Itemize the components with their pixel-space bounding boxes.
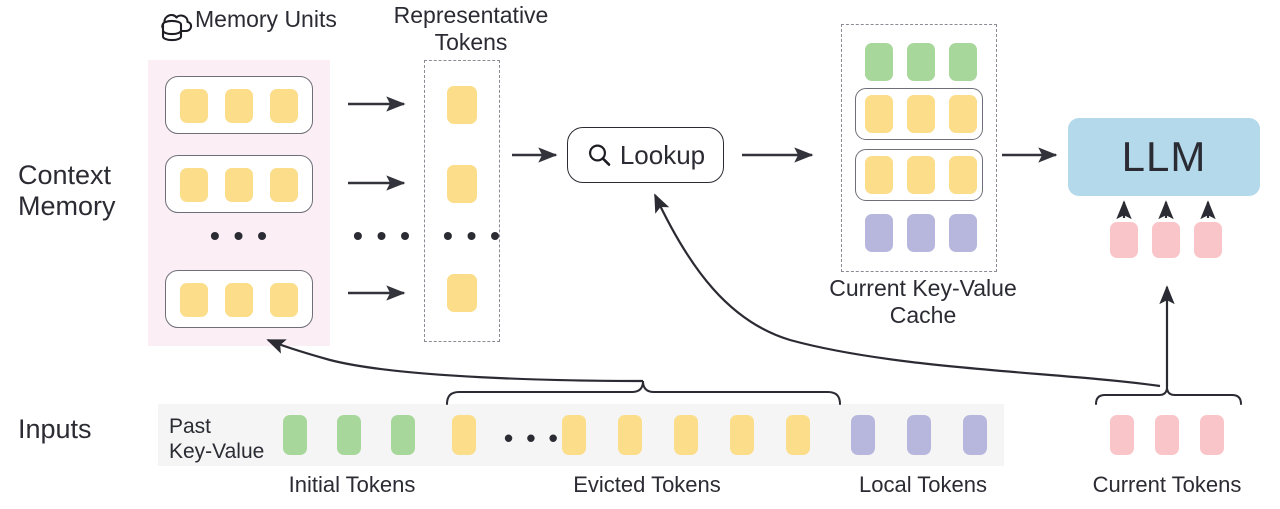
magnifier-icon xyxy=(586,142,613,169)
ellipsis-input-sequence: • • • xyxy=(504,423,561,453)
llm-input-token xyxy=(1110,222,1138,258)
memory-token xyxy=(180,283,208,317)
kv-token-local xyxy=(907,214,935,252)
label-evicted-tokens: Evicted Tokens xyxy=(573,472,721,497)
kv-token-local xyxy=(949,214,977,252)
input-token-evicted xyxy=(618,415,642,455)
representative-token xyxy=(447,86,477,124)
input-token-local xyxy=(907,415,931,455)
label-past-key-value: Past Key-Value xyxy=(169,415,265,463)
lookup-label: Lookup xyxy=(619,139,706,170)
kv-cache-row-retrieved-1 xyxy=(863,93,977,135)
representative-token xyxy=(447,274,477,312)
ellipsis-representative-tokens: • • • xyxy=(443,220,503,251)
kv-token-local xyxy=(865,214,893,252)
input-token-local xyxy=(851,415,875,455)
llm-label: LLM xyxy=(1121,133,1207,180)
input-token-initial xyxy=(337,415,361,455)
memory-token xyxy=(180,168,208,202)
input-token-evicted xyxy=(562,415,586,455)
label-local-tokens: Local Tokens xyxy=(858,472,987,497)
label-current-tokens: Current Tokens xyxy=(1092,472,1242,497)
memory-unit-3 xyxy=(165,270,313,328)
row-label-context-memory: Context Memory xyxy=(18,160,116,222)
memory-token xyxy=(270,89,298,123)
kv-token-retrieved xyxy=(949,95,977,133)
kv-token-retrieved xyxy=(907,95,935,133)
memory-token xyxy=(225,89,253,123)
lookup-node[interactable]: Lookup xyxy=(567,127,724,183)
representative-token xyxy=(447,165,477,203)
memory-token xyxy=(225,283,253,317)
brace-evicted-tokens xyxy=(446,380,841,405)
kv-token-initial xyxy=(907,43,935,81)
input-token-evicted xyxy=(730,415,754,455)
kv-cache-row-initial xyxy=(863,41,977,83)
llm-node: LLM xyxy=(1068,118,1260,196)
llm-input-token xyxy=(1152,222,1180,258)
input-token-evicted xyxy=(674,415,698,455)
memory-token xyxy=(270,283,298,317)
label-current-kv-cache: Current Key-Value Cache xyxy=(829,275,1017,328)
input-token-initial xyxy=(283,415,307,455)
kv-cache-row-local xyxy=(863,212,977,254)
input-token-current xyxy=(1200,415,1224,455)
kv-token-retrieved xyxy=(865,95,893,133)
ellipsis-arrows: • • • xyxy=(353,220,413,251)
kv-token-retrieved xyxy=(949,156,977,194)
label-representative-tokens: Representative Tokens xyxy=(393,2,549,55)
row-label-inputs: Inputs xyxy=(18,414,92,444)
input-token-current xyxy=(1110,415,1134,455)
llm-input-token xyxy=(1194,222,1222,258)
memory-token xyxy=(225,168,253,202)
kv-token-retrieved xyxy=(907,156,935,194)
kv-token-retrieved xyxy=(865,156,893,194)
input-token-current xyxy=(1155,415,1179,455)
ellipsis-memory-units: • • • xyxy=(210,220,270,251)
cloud-database-icon xyxy=(157,4,203,55)
memory-unit-1 xyxy=(165,76,313,134)
input-token-local xyxy=(963,415,987,455)
input-token-evicted xyxy=(786,415,810,455)
kv-cache-row-retrieved-2 xyxy=(863,154,977,196)
brace-current-tokens xyxy=(1095,386,1242,405)
label-initial-tokens: Initial Tokens xyxy=(288,472,416,497)
label-memory-units: Memory Units xyxy=(195,6,337,32)
arrow-evicted-to-context-memory xyxy=(266,338,644,383)
kv-token-initial xyxy=(949,43,977,81)
memory-token xyxy=(270,168,298,202)
memory-unit-2 xyxy=(165,155,313,213)
input-token-evicted xyxy=(452,415,476,455)
input-token-initial xyxy=(391,415,415,455)
kv-token-initial xyxy=(865,43,893,81)
memory-token xyxy=(180,89,208,123)
